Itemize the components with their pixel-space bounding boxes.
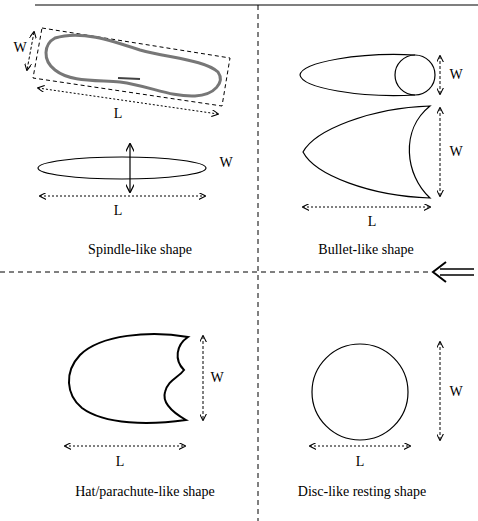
dimension-label: W — [210, 370, 223, 386]
shape-caption: Spindle-like shape — [88, 242, 192, 258]
dimension-label: W — [449, 384, 462, 400]
dimension-label: W — [13, 40, 26, 56]
dimension-label: L — [114, 106, 123, 122]
dimension-label: W — [449, 144, 462, 160]
shape-caption: Hat/parachute-like shape — [75, 484, 215, 500]
shape-caption: Disc-like resting shape — [298, 484, 426, 500]
shape-caption: Bullet-like shape — [318, 242, 413, 258]
dimension-label: L — [356, 454, 365, 470]
dimension-label: L — [116, 454, 125, 470]
dimension-label: W — [219, 155, 232, 171]
dimension-label: L — [368, 214, 377, 230]
dimension-label: W — [449, 67, 462, 83]
dimension-label: L — [114, 203, 123, 219]
